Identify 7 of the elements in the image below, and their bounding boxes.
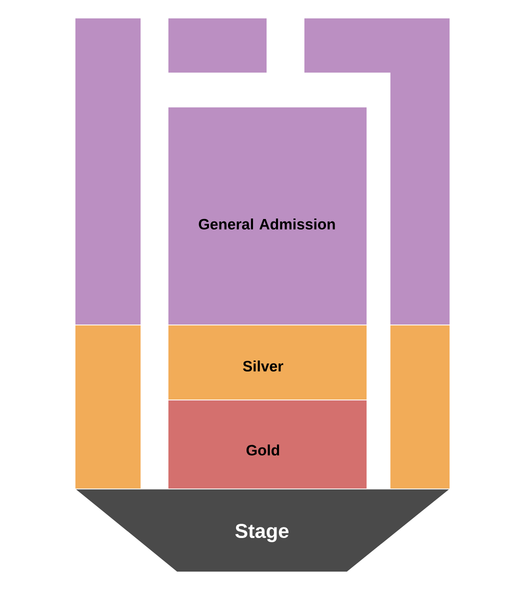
- seating-section: General Admission: [168, 106, 368, 326]
- seating-section: [390, 324, 450, 490]
- seating-section: [74, 324, 142, 490]
- seating-section: [74, 18, 142, 326]
- seating-section: [168, 18, 268, 74]
- seating-section: Gold: [168, 400, 368, 490]
- seating-section: Silver: [168, 324, 368, 400]
